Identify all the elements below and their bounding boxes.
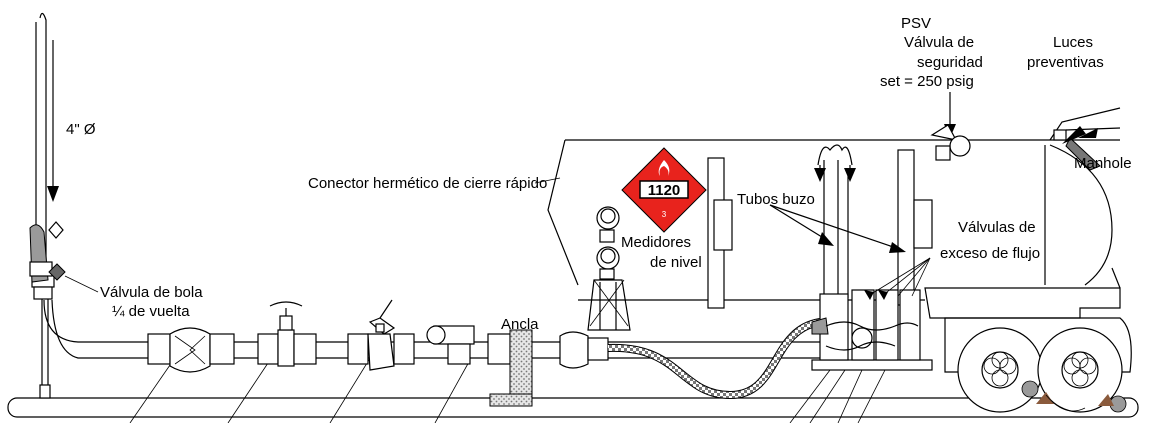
ball-valve-label-line1: Válvula de bola [100,284,203,301]
ball-valve [29,224,99,293]
level-gauges-label-line1: Medidores [621,234,691,251]
quick-connector-label: Conector hermético de cierre rápido [308,175,547,192]
trailer-chassis [924,267,1132,373]
dip-tubes-label: Tubos buzo [737,191,815,208]
hazmat-placard: 1120 3 [621,147,707,233]
warning-lights-label-line2: preventivas [1027,54,1104,71]
rear-wheel-1 [957,327,1043,413]
level-gauges [587,206,631,331]
placard-un-number: 1120 [648,182,681,199]
psv-label-line3: seguridad [917,54,983,71]
ground-platform [7,397,1139,418]
psv-valve [930,92,971,161]
pipe-fittings [147,299,609,407]
flame-icon [658,160,670,176]
vertical-riser-pipe [31,12,64,399]
level-gauges-label-line2: de nivel [650,254,702,271]
excess-flow-label-line1: Válvulas de [958,219,1036,236]
warning-lights [1049,107,1121,171]
excess-flow-label-line2: exceso de flujo [940,245,1040,262]
placard-hazard-class: 3 [662,210,667,219]
anchor-label: Ancla [501,316,539,333]
psv-label-line4: set = 250 psig [880,73,974,90]
psv-label-line2: Válvula de [904,34,974,51]
rear-wheel-2 [1037,327,1123,413]
warning-lights-label-line1: Luces [1053,34,1093,51]
ball-valve-label-line2: ¼ de vuelta [112,303,190,320]
manhole-label: Manhole [1074,155,1132,172]
wheel-chocks [1021,380,1127,413]
psv-label-line1: PSV [901,15,931,32]
tank-body [547,139,1120,309]
pipe-size-label: 4" Ø [66,121,96,138]
ground-leader-lines [129,354,886,423]
dip-tubes [769,144,906,298]
excess-flow-valve-cluster [811,257,933,371]
